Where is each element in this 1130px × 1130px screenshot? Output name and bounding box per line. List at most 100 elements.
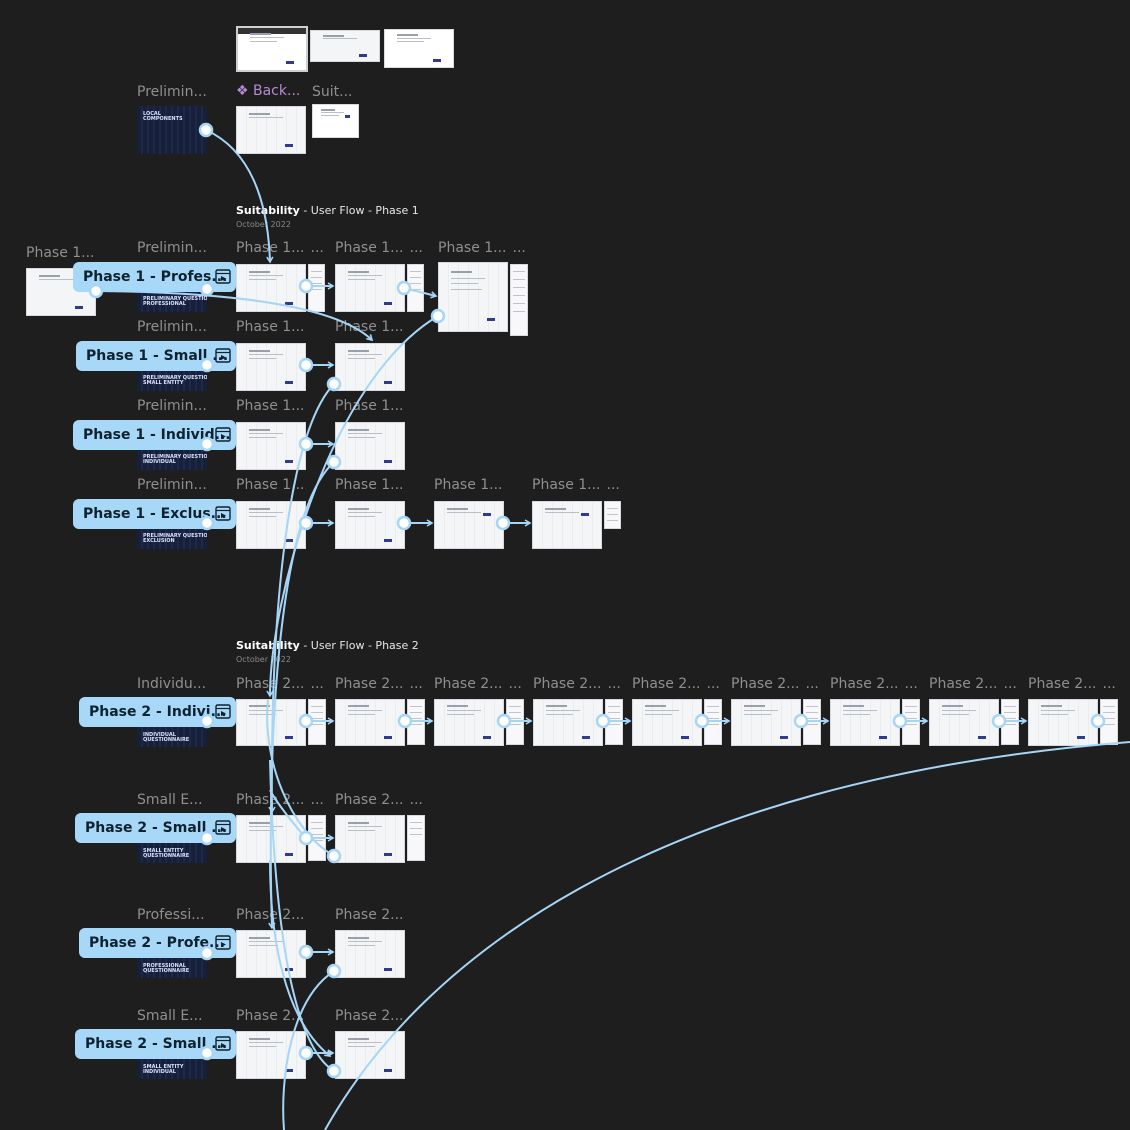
flow-start-phase-2-small-individual[interactable]: Phase 2 - Small ... bbox=[75, 1029, 236, 1059]
connection-node bbox=[892, 713, 908, 729]
flow-start-label: Phase 1 - Small ... bbox=[86, 348, 229, 364]
connection-node bbox=[199, 713, 215, 729]
flow-start-label: Phase 1 - Individ... bbox=[83, 427, 231, 443]
suit-frame-thumbnail[interactable] bbox=[312, 104, 359, 138]
p2-indiv-frame-4[interactable] bbox=[533, 699, 603, 746]
section-title-phase-1: Suitability - User Flow - Phase 1 bbox=[236, 204, 419, 217]
connection-node bbox=[991, 713, 1007, 729]
p2-indiv-frame-1[interactable] bbox=[236, 699, 306, 746]
flow-start-label: Phase 2 - Profe... bbox=[89, 935, 226, 951]
flow-start-label: Phase 2 - Small ... bbox=[85, 1036, 228, 1052]
local-components-frame[interactable]: LOCAL COMPONENTS bbox=[137, 106, 207, 154]
frame-label-p2-indiv-3: Phase 2...... bbox=[434, 676, 522, 692]
section-date-phase-2: October 2022 bbox=[236, 655, 291, 664]
frame-label-p1-small-1: Phase 1... bbox=[236, 319, 305, 335]
connection-node bbox=[495, 515, 511, 531]
top-frame-thumbnail-3[interactable] bbox=[384, 29, 454, 68]
connection-node bbox=[1090, 713, 1106, 729]
connection-node bbox=[326, 1063, 342, 1079]
connection-node bbox=[298, 713, 314, 729]
p1-prof-frame-2[interactable] bbox=[335, 264, 405, 312]
connection-node bbox=[326, 454, 342, 470]
connection-node bbox=[199, 357, 215, 373]
prototype-play-icon bbox=[215, 1036, 231, 1051]
p2-indiv-frame-7[interactable] bbox=[830, 699, 900, 746]
p1-small-frame-1[interactable] bbox=[236, 343, 306, 391]
frame-label-loose-phase-1: Phase 1... bbox=[26, 245, 95, 261]
p2-indiv-frame-9[interactable] bbox=[1028, 699, 1098, 746]
p1-prof-side-3[interactable] bbox=[510, 264, 528, 336]
p1-excl-frame-3[interactable] bbox=[434, 501, 504, 549]
dark-frame-text: PRELIMINARY QUESTIONS INDIVIDUAL bbox=[143, 454, 207, 465]
connection-line bbox=[266, 699, 335, 857]
frame-label-p1-indiv-1: Phase 1... bbox=[236, 398, 305, 414]
connection-node bbox=[326, 376, 342, 392]
connection-node bbox=[199, 1045, 215, 1061]
flow-start-phase-2-professional[interactable]: Phase 2 - Profe... bbox=[79, 928, 236, 958]
back-component-thumbnail[interactable] bbox=[236, 106, 306, 154]
flow-start-phase-2-small-entity[interactable]: Phase 2 - Small ... bbox=[75, 813, 236, 843]
frame-label-p2-prof-2: Phase 2... bbox=[335, 907, 404, 923]
connection-node bbox=[430, 308, 446, 324]
p1-excl-frame-2[interactable] bbox=[335, 501, 405, 549]
prototype-play-icon bbox=[215, 820, 231, 835]
p2-small-indiv-frame-2[interactable] bbox=[335, 1031, 405, 1079]
p1-indiv-frame-1[interactable] bbox=[236, 422, 306, 470]
p2-prof-frame-1[interactable] bbox=[236, 930, 306, 978]
frame-label-prelim-small-entity: Prelimin... bbox=[137, 319, 207, 335]
p1-indiv-frame-2[interactable] bbox=[335, 422, 405, 470]
connection-line bbox=[266, 315, 439, 698]
frame-label-p1-excl-2: Phase 1... bbox=[335, 477, 404, 493]
flow-start-label: Phase 1 - Profes... bbox=[83, 269, 228, 285]
connection-node bbox=[298, 830, 314, 846]
p2-prof-frame-2[interactable] bbox=[335, 930, 405, 978]
connection-node bbox=[793, 713, 809, 729]
p2-indiv-frame-5[interactable] bbox=[632, 699, 702, 746]
connection-line bbox=[268, 383, 335, 814]
connection-node bbox=[199, 281, 215, 297]
top-frame-thumbnail-2[interactable] bbox=[310, 30, 380, 62]
p1-excl-side-4[interactable] bbox=[604, 501, 621, 529]
connection-line bbox=[205, 129, 274, 264]
prototype-play-icon bbox=[215, 427, 231, 442]
connection-line bbox=[269, 859, 332, 1057]
frame-label-p2-indiv-5: Phase 2...... bbox=[632, 676, 720, 692]
frame-label-small-entity-individual: Small E... bbox=[137, 1008, 203, 1024]
frame-label-p2-small-indiv-1: Phase 2... bbox=[236, 1008, 305, 1024]
frame-label-small-entity-questionnaire: Small E... bbox=[137, 792, 203, 808]
frame-label-prelim-professional: Prelimin... bbox=[137, 240, 207, 256]
frame-label-p2-prof-1: Phase 2... bbox=[236, 907, 305, 923]
prototype-play-icon bbox=[215, 704, 231, 719]
connection-node bbox=[199, 436, 215, 452]
p2-indiv-frame-8[interactable] bbox=[929, 699, 999, 746]
frame-label-individual-questionnaire: Individu... bbox=[137, 676, 207, 692]
connection-node bbox=[595, 713, 611, 729]
frame-label-p2-small-indiv-2: Phase 2... bbox=[335, 1008, 404, 1024]
p2-small-side-2[interactable] bbox=[407, 815, 425, 861]
p2-small-frame-2[interactable] bbox=[335, 815, 405, 863]
connection-node bbox=[326, 963, 342, 979]
frame-label-p2-indiv-9: Phase 2...... bbox=[1028, 676, 1116, 692]
frame-label-p2-indiv-6: Phase 2...... bbox=[731, 676, 819, 692]
frame-label-prelim-exclusion: Prelimin... bbox=[137, 477, 207, 493]
frame-label-p2-small-2: Phase 2...... bbox=[335, 792, 423, 808]
p1-excl-frame-4[interactable] bbox=[532, 501, 602, 549]
p2-indiv-frame-6[interactable] bbox=[731, 699, 801, 746]
frame-label-prelim-individual: Prelimin... bbox=[137, 398, 207, 414]
connection-node bbox=[298, 357, 314, 373]
p1-prof-frame-3[interactable] bbox=[438, 262, 508, 332]
top-frame-thumbnail-1[interactable] bbox=[236, 26, 308, 72]
dark-frame-text: PRELIMINARY QUESTIONS EXCLUSION bbox=[143, 533, 207, 544]
p1-excl-frame-1[interactable] bbox=[236, 501, 306, 549]
connection-node bbox=[396, 515, 412, 531]
dark-frame-text: SMALL ENTITY QUESTIONNAIRE bbox=[143, 848, 190, 859]
flow-start-label: Phase 2 - Indivi... bbox=[89, 704, 227, 720]
p2-small-indiv-frame-1[interactable] bbox=[236, 1031, 306, 1079]
p2-indiv-frame-3[interactable] bbox=[434, 699, 504, 746]
connection-node bbox=[396, 280, 412, 296]
connection-node bbox=[199, 515, 215, 531]
p2-indiv-frame-2[interactable] bbox=[335, 699, 405, 746]
frame-label-p2-indiv-2: Phase 2...... bbox=[335, 676, 423, 692]
component-label-back[interactable]: ❖ Back... bbox=[236, 83, 301, 99]
